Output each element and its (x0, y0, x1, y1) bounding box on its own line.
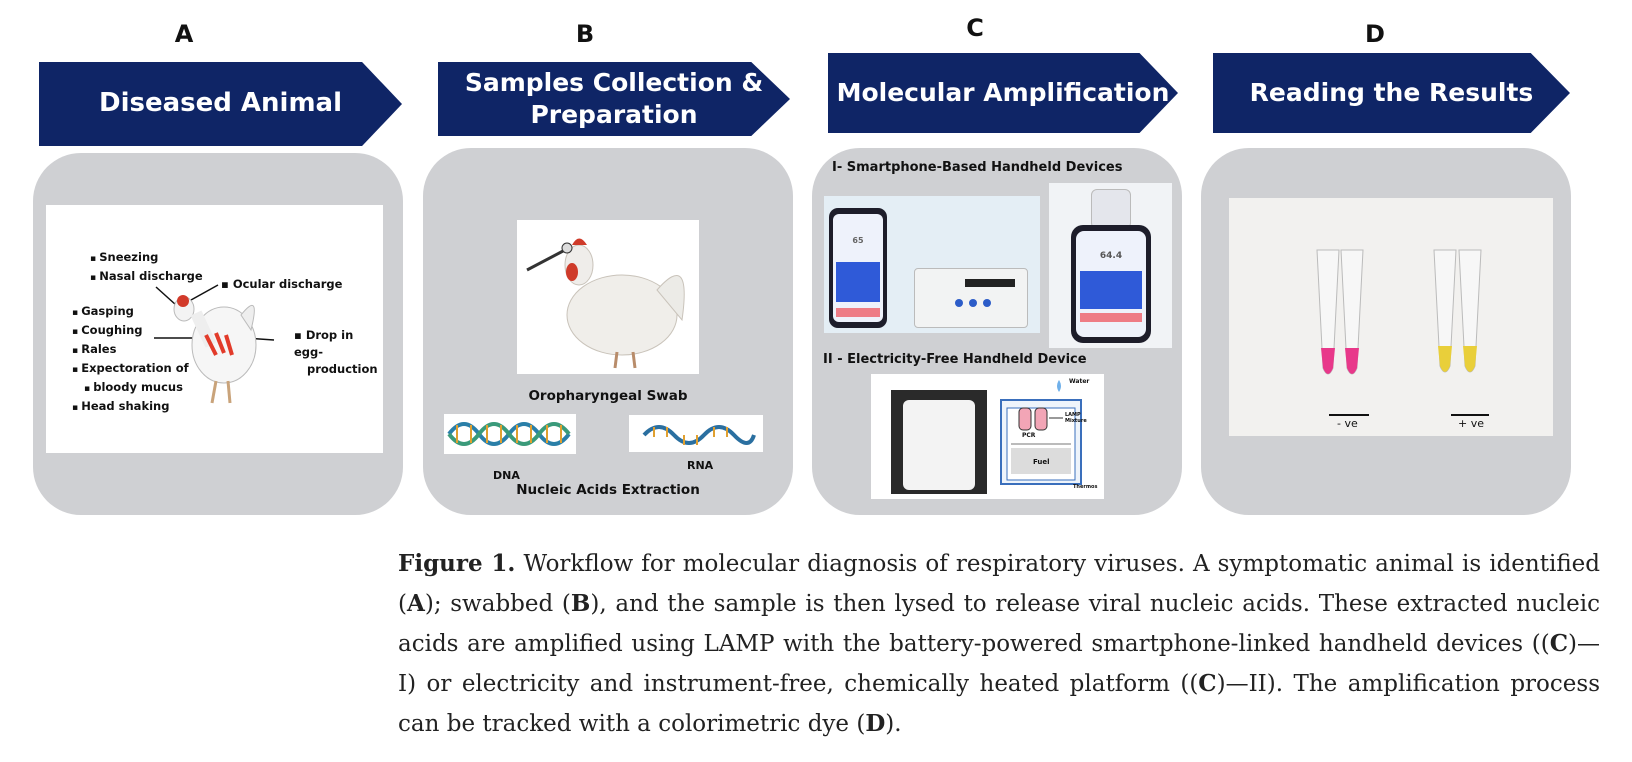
rooster-illustration (526, 238, 685, 369)
symptom-list-left: Gasping Coughing Rales Expectoration of … (72, 303, 189, 417)
rna-label: RNA (687, 459, 714, 472)
panel-letter-b: B (575, 20, 595, 48)
phone-2: 64.4 (1071, 225, 1151, 343)
panel-a-illustration: Sneezing Nasal discharge ▪ Ocular discha… (46, 205, 383, 453)
caption-text: )—II). The amplification process can be … (398, 671, 1600, 737)
symptom-item: bloody mucus (72, 379, 189, 398)
caption-text: ), and the sample is then lysed to relea… (398, 591, 1601, 657)
banner-title: Reading the Results (1249, 78, 1534, 107)
caption-text: ). (885, 711, 902, 737)
figure-caption: Figure 1. Workflow for molecular diagnos… (398, 544, 1600, 744)
diagram-mixture-label: LAMP Mixture (1065, 412, 1087, 424)
banner-molecular-amplification: Molecular Amplification (828, 53, 1178, 133)
phone-1: 65 (829, 208, 887, 328)
banner-title-line1: Samples Collection & (464, 68, 764, 97)
symptom-item: Gasping (72, 303, 189, 322)
caption-text: )—I) or electricity and instrument-free,… (398, 631, 1600, 697)
dna-helix-icon (447, 422, 571, 446)
banner-reading-results: Reading the Results (1213, 53, 1570, 133)
panel-letter-c: C (966, 14, 984, 42)
diagram-pcr-label: PCR (1022, 432, 1036, 439)
dna-label: DNA (493, 469, 520, 482)
rooster-swab-image (517, 220, 699, 374)
section-smartphone-devices: I- Smartphone-Based Handheld Devices (832, 160, 1123, 175)
symptom-item: Sneezing (90, 249, 203, 268)
symptom-item: Coughing (72, 322, 189, 341)
caption-text: ); swabbed ( (424, 591, 571, 617)
swab-label: Oropharyngeal Swab (528, 388, 688, 404)
sick-chicken-illustration (154, 284, 275, 404)
colorimetric-result-photo: - ve + ve (1229, 198, 1553, 436)
symptom-list-top: Sneezing Nasal discharge (90, 249, 203, 287)
diagram-water-label: Water (1069, 378, 1090, 385)
symptom-egg-drop-line1: Drop in egg- (294, 328, 354, 359)
phone-1-reading: 65 (852, 236, 864, 245)
rna-strand-icon (642, 425, 756, 445)
symptom-ocular-label: Ocular discharge (232, 277, 343, 291)
caption-label: Figure 1. (398, 550, 516, 577)
panel-letter-d: D (1365, 20, 1385, 48)
section-electricity-free: II - Electricity-Free Handheld Device (823, 352, 1087, 367)
dna-image (444, 414, 576, 454)
rna-image (629, 415, 763, 452)
caption-ref-c1: C (1549, 630, 1569, 657)
diagram-thermos-label: Thermos (1073, 484, 1098, 490)
positive-label: + ve (1458, 417, 1484, 430)
portable-heater (1091, 189, 1131, 229)
caption-ref-c2: C (1198, 670, 1217, 697)
handheld-amplifier (914, 268, 1028, 328)
banner-diseased-animal: Diseased Animal (39, 62, 402, 146)
symptom-ocular: ▪ Ocular discharge (221, 277, 343, 291)
lamp-thermos-diagram (1000, 380, 1082, 485)
symptom-item: Head shaking (72, 398, 189, 417)
caption-text: Workflow for molecular diagnosis of resp… (398, 551, 1601, 617)
symptom-item-cont: bloody mucus (93, 380, 183, 394)
caption-ref-b: B (570, 590, 591, 617)
banner-title: Diseased Animal (98, 88, 342, 119)
extraction-label: Nucleic Acids Extraction (516, 482, 700, 498)
smartphone-device-photo: 65 (824, 196, 1040, 333)
panel-letter-a: A (174, 20, 194, 48)
symptom-egg-drop: ▪ Drop in egg- production (294, 328, 378, 376)
caption-ref-a: A (406, 590, 425, 617)
diagram-fuel-label: Fuel (1033, 458, 1050, 466)
negative-label: - ve (1337, 417, 1358, 430)
lamp-tubes-illustration (1316, 249, 1489, 416)
symptom-item: Rales (72, 341, 189, 360)
smartphone-device-photo-2: 64.4 (1049, 183, 1172, 348)
caption-ref-d: D (865, 710, 886, 737)
symptom-egg-drop-line2: production (307, 362, 378, 376)
banner-samples-collection: Samples Collection & Preparation (438, 62, 790, 136)
symptom-item: Expectoration of (72, 360, 188, 379)
phone-2-reading: 64.4 (1099, 251, 1123, 261)
banner-title: Molecular Amplification (836, 78, 1170, 107)
banner-title-line2: Preparation (530, 100, 698, 129)
thermos-photo (891, 390, 987, 494)
electricity-free-device: Water LAMP Mixture PCR Fuel Thermos (871, 374, 1104, 499)
symptom-item: Nasal discharge (90, 268, 202, 287)
